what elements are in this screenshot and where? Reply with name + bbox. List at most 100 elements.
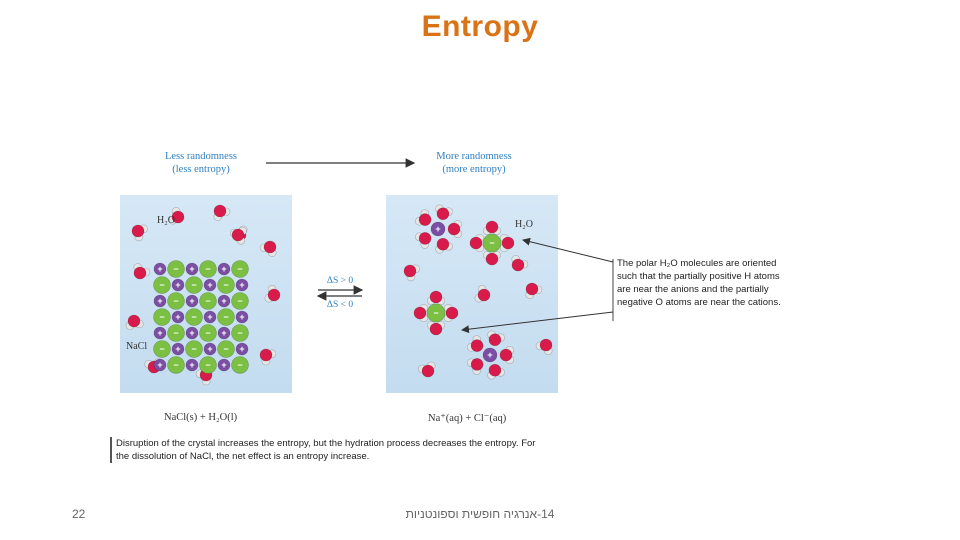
plus-sign: + [189,296,194,306]
delta-s-negative-label: ΔS < 0 [318,299,362,312]
water-molecule [475,285,490,302]
slide-title: Entropy [0,10,960,44]
water-molecule [500,234,514,251]
oxygen-atom [128,315,140,327]
more-randomness-line2: (more entropy) [416,163,532,176]
minus-sign: − [237,328,242,338]
water-molecule [414,304,428,321]
water-molecule [536,339,552,355]
minus-sign: − [191,280,196,290]
plus-sign: + [207,344,212,354]
water-molecule [132,225,148,241]
oxygen-atom [489,364,501,376]
water-molecule [134,263,150,279]
less-randomness-line1: Less randomness [145,150,257,163]
oxygen-atom [134,267,146,279]
oxygen-atom [430,323,442,335]
water-molecule [436,238,453,253]
oxygen-atom [260,349,272,361]
oxygen-atom [419,214,431,226]
water-molecule [126,315,143,329]
plus-sign: + [239,312,244,322]
oxygen-atom [422,365,434,377]
minus-sign: − [223,280,228,290]
oxygen-atom [540,339,552,351]
caption-bar [110,437,112,463]
delta-s-positive-label: ΔS > 0 [318,275,362,288]
water-molecule [265,285,280,302]
oxygen-atom [437,238,449,250]
minus-sign: − [433,308,438,318]
footer-text: 14-אנרגיה חופשית וספונטניות [0,507,960,521]
crystal-panel: +−+−+−−+−+−++−+−+−−+−+−++−+−+−−+−+−++−+−… [120,195,292,393]
callout-text: The polar H₂O molecules are oriented suc… [617,257,787,309]
minus-sign: − [173,328,178,338]
water-molecule [470,234,484,251]
oxygen-atom [471,358,483,370]
oxygen-atom [232,229,244,241]
plus-sign: + [157,328,162,338]
water-molecule [444,304,458,321]
water-molecule [260,241,276,257]
oxygen-atom [264,241,276,253]
oxygen-atom [446,307,458,319]
water-molecule [483,221,500,235]
plus-sign: + [207,280,212,290]
oxygen-atom [414,307,426,319]
minus-sign: − [223,344,228,354]
water-molecule [418,362,435,377]
minus-sign: − [223,312,228,322]
water-molecule [260,349,276,365]
water-molecule [404,265,420,281]
water-molecule [448,220,462,237]
oxygen-atom [470,237,482,249]
minus-sign: − [237,360,242,370]
minus-sign: − [237,264,242,274]
oxygen-atom [512,259,524,271]
water-molecule [483,251,500,265]
plus-sign: + [189,328,194,338]
figure-caption: Disruption of the crystal increases the … [116,437,536,463]
minus-sign: − [205,264,210,274]
minus-sign: − [489,238,494,248]
oxygen-atom [502,237,514,249]
oxygen-atom [486,221,498,233]
plus-sign: + [221,296,226,306]
minus-sign: − [159,312,164,322]
plus-sign: + [435,224,440,234]
water-label-right: H₂O [515,219,533,230]
water-molecule [415,232,431,248]
plus-sign: + [207,312,212,322]
plus-sign: + [239,344,244,354]
more-randomness-label: More randomness (more entropy) [416,150,532,176]
plus-sign: + [175,312,180,322]
water-molecule [526,283,542,299]
minus-sign: − [205,296,210,306]
water-molecule [467,336,483,352]
plus-sign: + [221,264,226,274]
less-randomness-line2: (less entropy) [145,163,257,176]
plus-sign: + [189,264,194,274]
equation-left: NaCl(s) + H₂O(l) [164,412,237,423]
water-molecule [488,364,505,379]
oxygen-atom [489,334,501,346]
crystal-illustration: +−+−+−−+−+−++−+−+−−+−+−++−+−+−−+−+−++−+−… [120,195,292,393]
minus-sign: − [205,360,210,370]
oxygen-atom [268,289,280,301]
oxygen-atom [471,340,483,352]
oxygen-atom [437,208,449,220]
oxygen-atom [500,349,512,361]
water-molecule [427,321,444,335]
water-molecule [500,346,514,363]
plus-sign: + [189,360,194,370]
plus-sign: + [175,280,180,290]
oxygen-atom [448,223,460,235]
minus-sign: − [159,344,164,354]
nacl-label: NaCl [126,341,147,352]
oxygen-atom [478,289,490,301]
more-randomness-line1: More randomness [416,150,532,163]
minus-sign: − [173,264,178,274]
equation-right: Na⁺(aq) + Cl⁻(aq) [428,412,506,424]
oxygen-atom [404,265,416,277]
plus-sign: + [157,360,162,370]
